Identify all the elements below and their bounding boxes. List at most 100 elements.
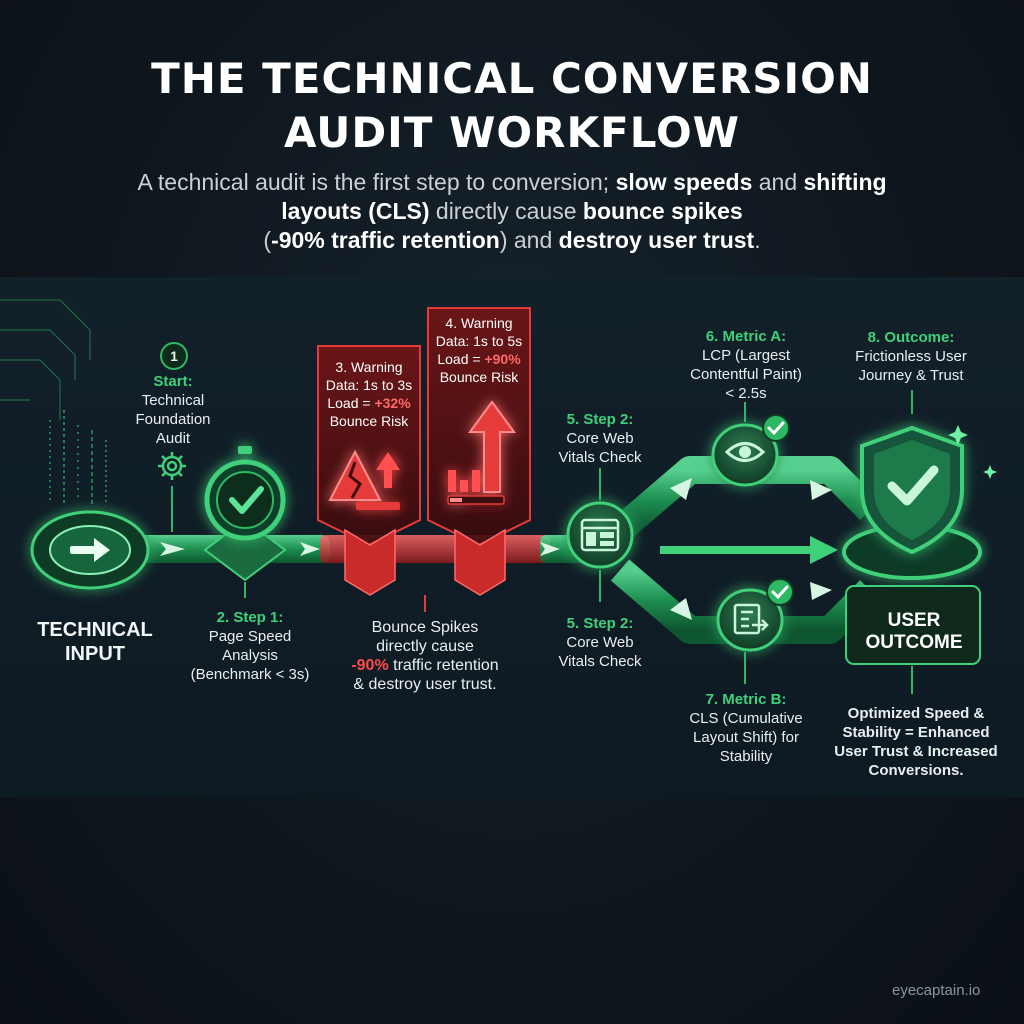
warning3-value: +32% [374,395,411,411]
outcome-panel [845,585,981,665]
step2-bottom-heading: 5. Step 2: [566,615,634,632]
label-step2-bottom: 5. Step 2: Core Web Vitals Check [540,614,660,671]
step2-top-line: Core Web [566,430,634,447]
outcome-line: Journey & Trust [858,367,964,384]
label-step2-top: 5. Step 2: Core Web Vitals Check [540,410,660,467]
check-badge-a [762,414,790,442]
metric-a-heading: 6. Metric A: [705,328,787,345]
metric-b-line: Stability [719,748,773,765]
broken-warning-icon [328,449,400,510]
result-line: Optimized Speed & [847,705,985,722]
step1-line: Analysis [222,647,278,664]
subtitle-text: and [758,169,798,195]
eye-icon [724,442,766,462]
bounce-line: & destroy user trust. [353,676,497,693]
warning-node-3 [344,528,396,596]
result-line: Stability = Enhanced [842,724,990,741]
metric-a-line: LCP (Largest [701,347,791,364]
outcome-line: Frictionless User [855,348,967,365]
warning3-line: 3. Warning [335,359,403,375]
metric-a-line: Contentful Paint) [690,366,802,383]
warning4-line: Bounce Risk [439,369,519,385]
step1-line: (Benchmark < 3s) [190,666,310,683]
label-step1: 2. Step 1: Page Speed Analysis (Benchmar… [170,608,330,684]
start-line: Foundation [135,411,211,428]
subtitle-bold: -90% traffic retention [271,227,500,253]
warning4-line: Data: 1s to 5s [435,333,523,349]
subtitle-text: ) and [499,227,553,253]
label-outcome: 8. Outcome: Frictionless User Journey & … [836,328,986,385]
circuit-lines [0,299,91,420]
branch-arrows [670,478,832,620]
subtitle-text: directly cause [435,198,577,224]
data-rain [49,410,107,505]
metric-b-line: CLS (Cumulative [689,710,803,727]
subtitle-text: A technical audit is the first step to c… [137,169,610,195]
user-outcome-line: USER [887,610,941,631]
start-line: Audit [155,430,191,447]
step2-bottom-line: Core Web [566,634,634,651]
subtitle-bold: destroy user trust [558,227,755,253]
metric-b-line: Layout Shift) for [693,729,799,746]
step1-line: Page Speed [208,628,292,645]
title-line-1: THE TECHNICAL CONVERSION [151,54,873,103]
warning4-value: +90% [484,351,521,367]
subtitle: A technical audit is the first step to c… [112,168,912,255]
user-outcome-line: OUTCOME [865,632,963,653]
sparkle-icons [948,425,997,479]
start-heading: Start: [153,373,193,390]
warning-node-4 [454,528,506,596]
subtitle-text: . [754,227,761,253]
page-title: THE TECHNICAL CONVERSION AUDIT WORKFLOW [0,52,1024,160]
result-line: Conversions. [868,762,964,779]
bounce-value: -90% [351,657,389,674]
document-arrow-icon [733,603,769,635]
subtitle-text: ( [263,227,272,253]
step2-top-heading: 5. Step 2: [566,411,634,428]
gear-icon [158,452,186,480]
warning3-prefix: Load = [327,395,375,411]
subtitle-bold: slow speeds [615,169,753,195]
subtitle-bold: bounce spikes [582,198,743,224]
warning3-line: Data: 1s to 3s [325,377,413,393]
label-start: Start: Technical Foundation Audit [118,372,228,448]
outcome-heading: 8. Outcome: [867,329,955,346]
title-line-2: AUDIT WORKFLOW [284,108,740,157]
warning4-prefix: Load = [437,351,485,367]
warning3-line: Bounce Risk [329,413,409,429]
bounce-line: Bounce Spikes [371,619,479,636]
center-arrow-head [810,536,838,564]
layout-grid-icon [580,518,620,552]
input-line: TECHNICAL [37,619,153,641]
flow-arrows [160,542,560,556]
label-warning-3: 3. Warning Data: 1s to 3s Load = +32% Bo… [316,358,422,430]
bounce-line: directly cause [376,638,474,655]
label-metric-b: 7. Metric B: CLS (Cumulative Layout Shif… [676,690,816,766]
watermark: eyecaptain.io [892,982,981,999]
metric-b-heading: 7. Metric B: [705,691,787,708]
label-metric-a: 6. Metric A: LCP (Largest Contentful Pai… [678,327,814,403]
bounce-line: traffic retention [388,657,499,674]
metric-a-line: < 2.5s [725,385,767,402]
input-line: INPUT [65,643,125,665]
step2-bottom-line: Vitals Check [558,653,642,670]
subtitle-bold: shifting layouts (CLS) [281,169,887,224]
arrow-right-icon [70,538,110,562]
user-outcome-title: USER OUTCOME [858,610,970,654]
step-number-badge: 1 [160,342,188,370]
doc-node [716,588,784,652]
label-result: Optimized Speed & Stability = Enhanced U… [822,704,1010,780]
step1-heading: 2. Step 1: [216,609,284,626]
step2-top-line: Vitals Check [558,449,642,466]
label-technical-input: TECHNICAL INPUT [18,618,172,666]
warning4-line: 4. Warning [445,315,513,331]
check-badge-b [766,578,794,606]
stopwatch-check-icon [204,446,286,541]
shield-check-icon [860,425,964,555]
result-line: User Trust & Increased [834,743,998,760]
label-warning-4: 4. Warning Data: 1s to 5s Load = +90% Bo… [426,314,532,386]
label-bounce-note: Bounce Spikes directly cause -90% traffi… [330,618,520,694]
rising-bars-icon [447,400,516,505]
start-line: Technical [141,392,205,409]
